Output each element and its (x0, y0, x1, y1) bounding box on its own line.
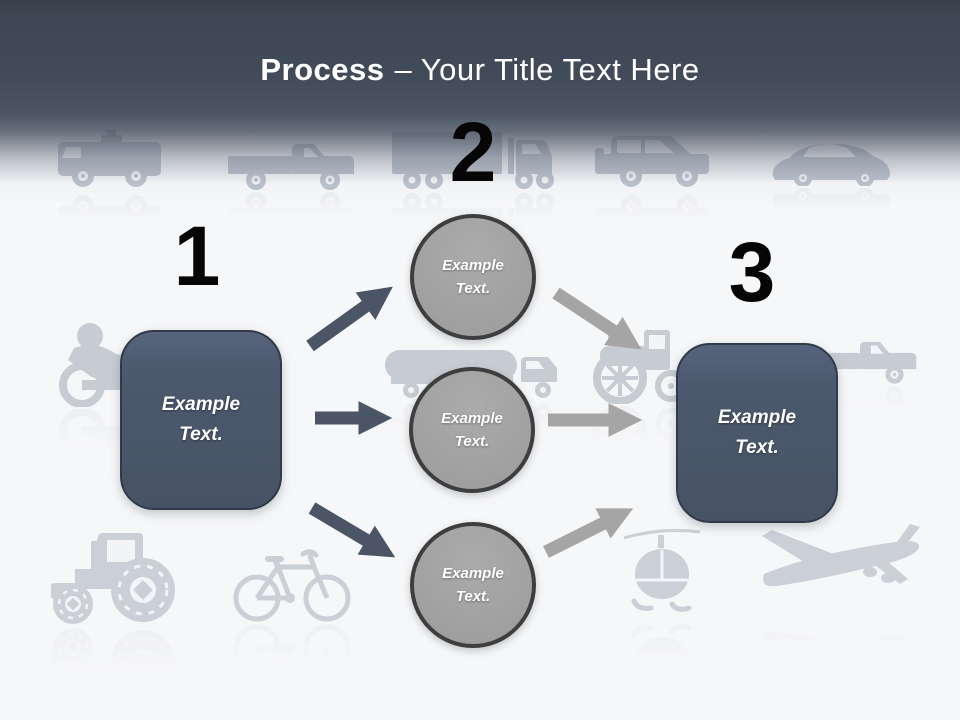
step3-box-label: Example Text. (717, 406, 797, 458)
step2-circle-top-label: Example Text. (442, 256, 504, 297)
steam-engine-icon (588, 324, 688, 404)
helicopter-icon (622, 522, 702, 617)
step1-box: Example Text. (120, 330, 282, 510)
step1-box-label: Example Text. (161, 393, 241, 445)
arrow-box1-to-circle-bottom (308, 502, 396, 558)
step-number-2: 2 (449, 105, 497, 199)
slide-title: Process – Your Title Text Here (0, 52, 960, 88)
title-rest: – Your Title Text Here (394, 52, 700, 87)
tractor-icon (45, 527, 185, 625)
arrow-circle-bottom-to-box3 (543, 508, 634, 558)
step-number-3: 3 (728, 225, 776, 319)
arrow-circle-top-to-box3 (552, 287, 642, 350)
step2-circle-bottom-label: Example Text. (442, 564, 504, 605)
step2-circle-top: Example Text. (410, 214, 536, 340)
bicycle-icon (233, 540, 351, 622)
airplane-icon (748, 520, 928, 608)
header-gradient (0, 0, 960, 205)
arrow-box1-to-circle-top (306, 286, 393, 352)
step3-box: Example Text. (676, 343, 838, 523)
step-number-1: 1 (173, 209, 221, 303)
step2-circle-bottom: Example Text. (410, 522, 536, 648)
step2-circle-middle: Example Text. (409, 367, 535, 493)
title-emphasis: Process (260, 52, 385, 87)
step2-circle-middle-label: Example Text. (441, 409, 503, 450)
